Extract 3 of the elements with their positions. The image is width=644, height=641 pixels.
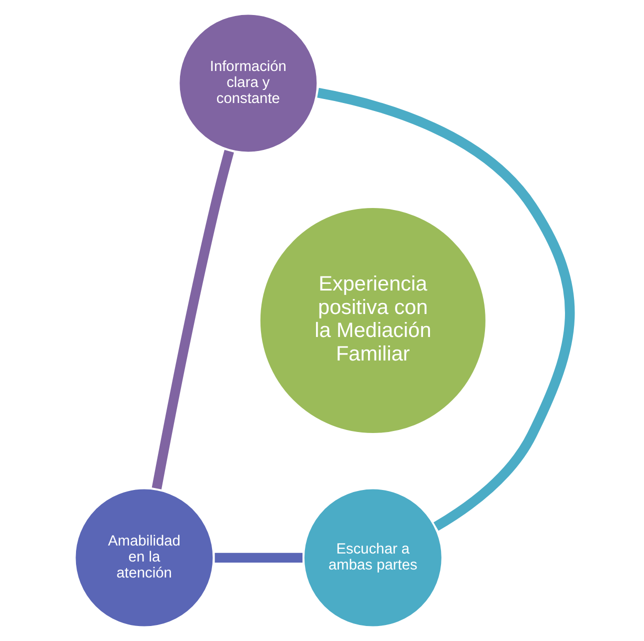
connector <box>317 88 575 531</box>
connector <box>152 150 234 490</box>
connector <box>214 552 302 563</box>
